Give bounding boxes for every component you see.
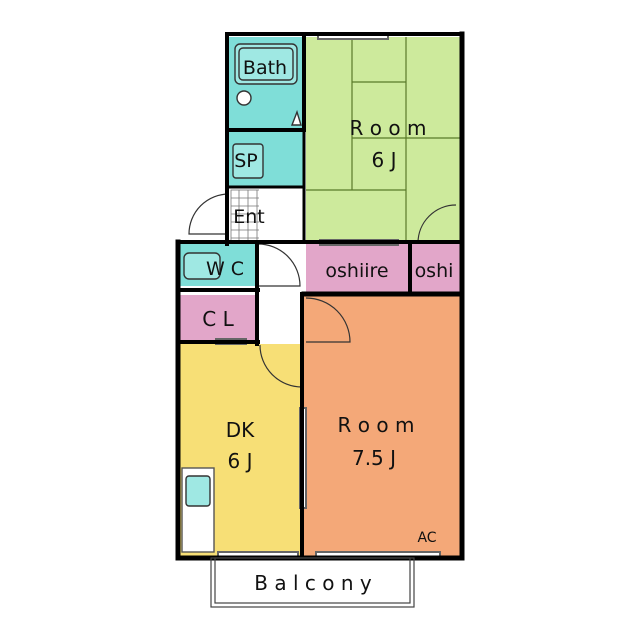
toilet bbox=[183, 252, 221, 280]
oshi-area bbox=[412, 244, 460, 292]
label-room-west-size: 7.5 J bbox=[352, 446, 396, 470]
label-bath: Bath bbox=[243, 57, 287, 79]
corridor bbox=[259, 186, 302, 344]
walls bbox=[175, 31, 465, 561]
balcony bbox=[210, 557, 415, 608]
label-sp: SP bbox=[234, 150, 258, 172]
dk-door bbox=[259, 344, 303, 388]
label-room-jp-name: R o o m bbox=[350, 116, 427, 140]
label-room-west-name: R o o m bbox=[338, 413, 415, 437]
fixtures bbox=[181, 43, 302, 553]
label-oshiire: oshiire bbox=[325, 260, 388, 282]
label-dk-name: DK bbox=[226, 418, 255, 442]
label-cl: C L bbox=[202, 307, 234, 331]
label-ac: AC bbox=[417, 530, 436, 546]
label-dk-size: 6 J bbox=[228, 449, 253, 473]
western-room-area bbox=[304, 296, 460, 556]
label-balcony: B a l c o n y bbox=[254, 571, 372, 595]
tatami-room-area bbox=[306, 37, 460, 242]
label-oshi: oshi bbox=[415, 260, 454, 282]
entrance-door bbox=[188, 193, 230, 235]
label-wc: W C bbox=[206, 258, 244, 280]
door-swings bbox=[188, 193, 457, 388]
tatami-mats bbox=[306, 37, 460, 242]
bathtub bbox=[234, 43, 298, 85]
closet-area bbox=[180, 295, 256, 341]
room-door bbox=[305, 297, 351, 343]
bath-fixture bbox=[290, 109, 302, 126]
wc-door bbox=[257, 243, 301, 287]
label-room-jp-size: 6 J bbox=[372, 148, 397, 172]
label-ent: Ent bbox=[233, 206, 265, 228]
washing-sink bbox=[232, 143, 264, 179]
kitchen-sink bbox=[185, 475, 211, 507]
oshiire-area bbox=[306, 244, 408, 292]
bath-drain bbox=[236, 90, 252, 106]
